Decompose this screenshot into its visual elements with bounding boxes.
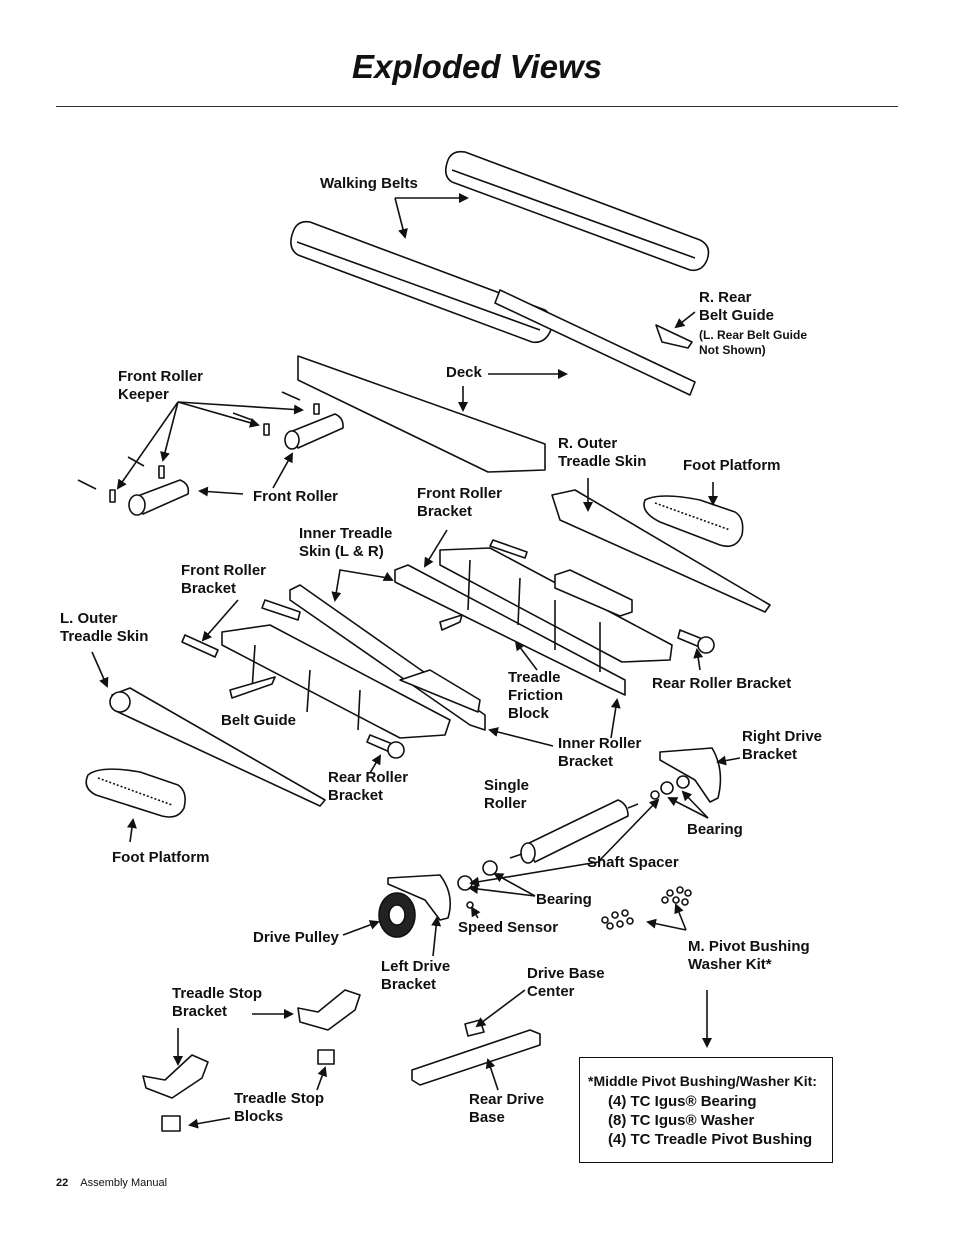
kit-item: (4) TC Treadle Pivot Bushing xyxy=(608,1131,813,1148)
rear-roller-bracket-right xyxy=(677,629,715,654)
right-drive-bracket xyxy=(659,747,722,803)
label-rear-roller-bracket-left: Rear Roller Bracket xyxy=(328,769,409,804)
label-bearing-upper: Bearing xyxy=(687,821,743,838)
label-front-roller-keeper: Front Roller Keeper xyxy=(118,368,203,403)
label-foot-platform-left: Foot Platform xyxy=(112,849,210,866)
shaft-spacer-upper xyxy=(650,790,660,800)
front-roller-lower xyxy=(128,479,190,516)
inner-belt-guide xyxy=(439,614,463,631)
label-treadle-stop-bracket: Treadle Stop Bracket xyxy=(172,985,263,1020)
label-treadle-stop-blocks: Treadle Stop Blocks xyxy=(234,1090,325,1125)
walking-belt-rear xyxy=(444,150,710,272)
single-roller xyxy=(509,799,639,864)
label-bearing-lower: Bearing xyxy=(536,891,592,908)
label-inner-roller-bracket: Inner Roller Bracket xyxy=(558,735,642,770)
front-roller-bracket-far-left xyxy=(181,634,219,658)
title-rule xyxy=(56,106,898,107)
label-treadle-friction-block: Treadle Friction Block xyxy=(508,669,563,722)
page-footer: 22 Assembly Manual xyxy=(56,1177,167,1189)
label-inner-treadle-skin: Inner Treadle Skin (L & R) xyxy=(299,525,393,560)
l-outer-treadle-skin xyxy=(109,687,326,807)
rear-roller-bracket-left xyxy=(366,734,405,759)
label-rear-roller-bracket-right: Rear Roller Bracket xyxy=(652,675,792,692)
belt-guide xyxy=(229,676,276,699)
left-drive-bracket xyxy=(387,874,451,921)
frame-left xyxy=(221,584,486,739)
front-roller-bracket-lower xyxy=(261,599,301,621)
walking-belt-front xyxy=(290,220,553,344)
pivot-bushing-parts xyxy=(601,886,692,930)
label-foot-platform-right: Foot Platform xyxy=(683,457,781,474)
label-front-roller-bracket-upper: Front Roller Bracket xyxy=(417,485,502,520)
treadle-stop-block-lower xyxy=(161,1115,181,1132)
label-single-roller: Single Roller xyxy=(484,777,530,812)
shaft-spacer-lower xyxy=(457,875,473,891)
treadle-stop-bracket-right xyxy=(297,989,361,1031)
kit-item: (4) TC Igus® Bearing xyxy=(608,1093,757,1110)
treadle-stop-block-upper xyxy=(317,1049,335,1065)
front-roller-upper xyxy=(284,413,344,450)
r-outer-treadle-skin xyxy=(551,489,771,613)
label-deck: Deck xyxy=(446,364,482,381)
deck-front xyxy=(297,355,546,473)
footer-text: Assembly Manual xyxy=(80,1177,168,1189)
frame-right xyxy=(394,547,673,696)
label-walking-belts: Walking Belts xyxy=(320,175,418,192)
label-speed-sensor: Speed Sensor xyxy=(458,919,559,936)
kit-title: *Middle Pivot Bushing/Washer Kit: xyxy=(588,1073,817,1089)
page-title: Exploded Views xyxy=(351,48,602,85)
label-r-rear-belt-guide: R. Rear Belt Guide xyxy=(699,289,775,324)
label-belt-guide: Belt Guide xyxy=(221,712,297,729)
r-rear-belt-guide xyxy=(655,324,693,349)
label-right-drive-bracket: Right Drive Bracket xyxy=(742,728,823,763)
label-m-pivot-bushing: M. Pivot Bushing Washer Kit* xyxy=(688,938,810,973)
kit-item: (8) TC Igus® Washer xyxy=(608,1112,755,1129)
foot-platform-right xyxy=(643,495,744,548)
drive-pulley xyxy=(378,892,416,938)
label-drive-pulley: Drive Pulley xyxy=(253,929,339,946)
page-number: 22 xyxy=(56,1177,69,1189)
label-front-roller: Front Roller xyxy=(253,488,338,505)
speed-sensor xyxy=(466,901,474,909)
rear-drive-base xyxy=(411,1029,541,1086)
treadle-stop-bracket-left xyxy=(142,1054,209,1099)
label-l-outer-treadle-skin: L. Outer Treadle Skin xyxy=(60,610,149,645)
deck-rear xyxy=(494,289,696,396)
label-r-outer-treadle-skin: R. Outer Treadle Skin xyxy=(558,435,647,470)
label-drive-base-center: Drive Base Center xyxy=(527,965,605,1000)
bearing-upper-outer xyxy=(660,781,674,795)
pivot-kit-box: *Middle Pivot Bushing/Washer Kit: (4) TC… xyxy=(579,1057,833,1163)
front-roller-bracket-upper xyxy=(489,539,528,559)
bearing-lower xyxy=(482,860,498,876)
label-left-drive-bracket: Left Drive Bracket xyxy=(381,958,451,993)
bearing-upper-inner xyxy=(676,775,690,789)
label-shaft-spacer: Shaft Spacer xyxy=(587,854,679,871)
foot-platform-left xyxy=(85,768,186,818)
label-rear-drive-base: Rear Drive Base xyxy=(469,1091,545,1126)
label-front-roller-bracket-lower: Front Roller Bracket xyxy=(181,562,266,597)
label-l-rear-belt-guide-note: (L. Rear Belt Guide Not Shown) xyxy=(699,328,808,357)
